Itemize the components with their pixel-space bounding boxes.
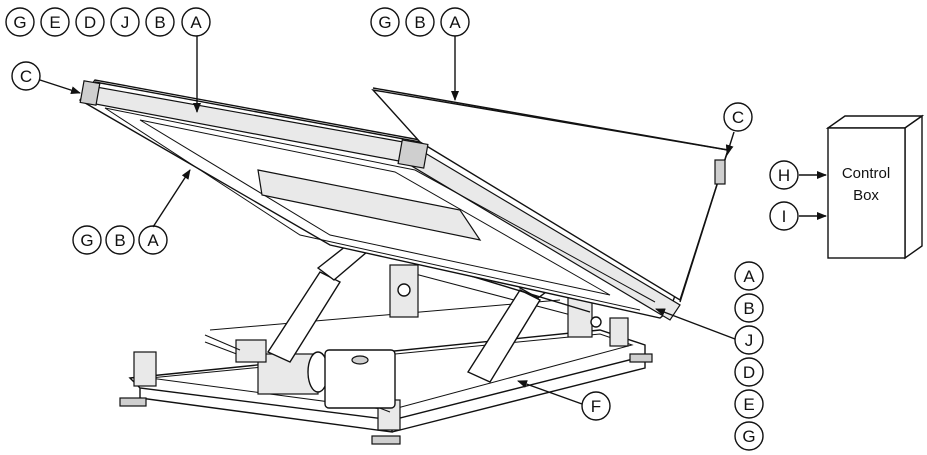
callout-a: A [449, 13, 461, 32]
callout-g: G [742, 427, 755, 446]
callout-c-left: C [11, 61, 41, 91]
control-box: Control Box [825, 114, 925, 260]
callout-a: A [743, 267, 755, 286]
callout-c-right: C [723, 102, 753, 132]
callout-g: G [80, 231, 93, 250]
callout-f: F [581, 391, 611, 421]
control-box-label-line2: Box [853, 187, 879, 204]
callout-j: J [745, 331, 754, 350]
leader-lines [39, 36, 827, 405]
callout-group-top-center: G B A [370, 7, 470, 37]
callout-a: A [190, 13, 202, 32]
callout-group-top-left: G E D J B A [5, 7, 211, 37]
callout-j: J [121, 13, 130, 32]
callout-b: B [414, 13, 425, 32]
callout-h-label: H [778, 166, 790, 185]
callout-b: B [743, 299, 754, 318]
callout-i: I [769, 201, 799, 231]
callout-c: C [732, 108, 744, 127]
callout-h: H [769, 160, 799, 190]
callout-e: E [49, 13, 60, 32]
callout-f-label: F [591, 397, 601, 416]
callout-column-right: A B J D E G [734, 261, 764, 451]
callout-d: D [743, 363, 755, 382]
callout-b: B [114, 231, 125, 250]
tilted-platform [78, 79, 732, 321]
callout-b: B [154, 13, 165, 32]
callout-g: G [13, 13, 26, 32]
callout-c: C [20, 67, 32, 86]
callout-i-label: I [782, 207, 787, 226]
callout-a: A [147, 231, 159, 250]
callout-e: E [743, 395, 754, 414]
control-box-label-line1: Control [842, 165, 890, 182]
callout-d: D [84, 13, 96, 32]
callout-g: G [378, 13, 391, 32]
callout-group-mid-left: G B A [72, 225, 168, 255]
